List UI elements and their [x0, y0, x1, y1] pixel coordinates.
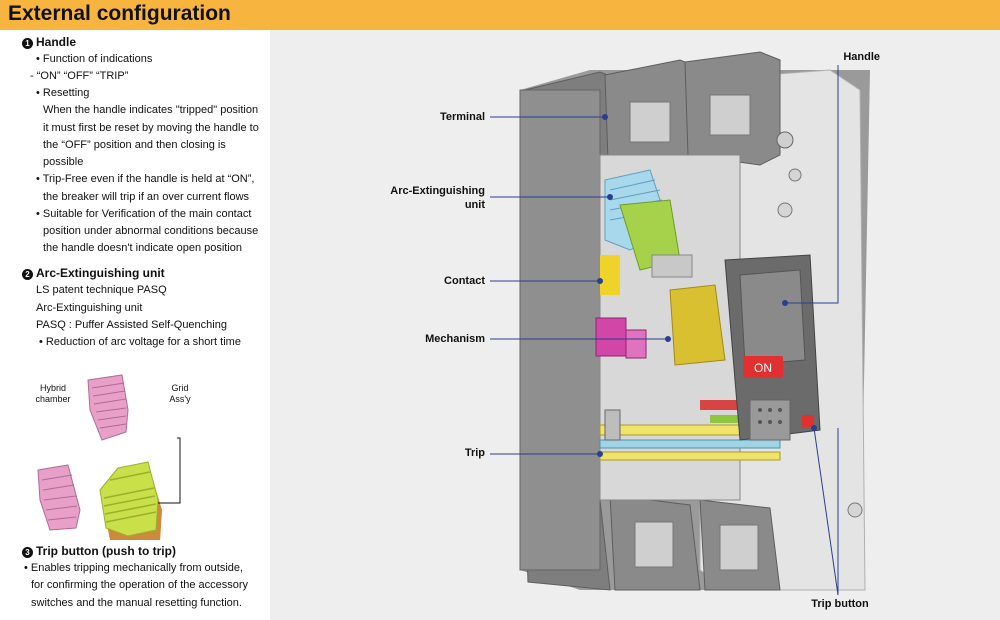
- section-title-text: Arc-Extinguishing unit: [36, 266, 165, 280]
- handle-line: position under abnormal conditions becau…: [43, 225, 259, 237]
- section-number-badge: 3: [22, 547, 33, 558]
- handle-line: possible: [43, 156, 84, 168]
- handle-line: the “OFF” position and then closing is: [43, 139, 226, 151]
- handle-line: • Suitable for Verification of the main …: [36, 208, 252, 220]
- hybrid-chamber-label: Hybrid chamber: [35, 383, 71, 404]
- callout-lines: [490, 65, 839, 596]
- page-title: External configuration: [8, 2, 231, 25]
- handle-line: the handle doesn't indicate open positio…: [43, 242, 243, 254]
- on-indicator-text: ON: [754, 361, 772, 375]
- breaker-cutaway-illustration: ON: [490, 51, 870, 596]
- grid-bracket-line: [158, 437, 181, 504]
- handle-line: • Trip-Free even if the handle is held a…: [36, 173, 255, 185]
- grid-assy-image: [99, 461, 162, 540]
- arc-line: LS patent technique PASQ: [36, 284, 167, 296]
- grid-assy-label: Grid Ass'y: [169, 383, 191, 404]
- handle-line: When the handle indicates "tripped" posi…: [43, 104, 259, 116]
- left-wall: [519, 89, 601, 571]
- arc-line: Arc-Extinguishing unit: [36, 302, 143, 314]
- callout-trip: Trip: [464, 447, 485, 459]
- handle-line: - “ON” “OFF” “TRIP”: [30, 70, 129, 82]
- handle-line: • Resetting: [36, 87, 90, 99]
- arc-line: • Reduction of arc voltage for a short t…: [39, 336, 241, 348]
- section-number-badge: 1: [22, 38, 33, 49]
- trip-line: for confirming the operation of the acce…: [31, 579, 249, 591]
- header-bar: External configuration: [0, 0, 1000, 30]
- diagram-panel: ON Handle Terminal Arc-Extingu: [270, 30, 1000, 620]
- handle-line: the breaker will trip if an over current…: [43, 191, 250, 203]
- hybrid-chamber-top-image: [87, 374, 129, 441]
- trip-button-graphic: [802, 415, 814, 427]
- trip-line: • Enables tripping mechanically from out…: [24, 562, 244, 574]
- handle-line: it must first be reset by moving the han…: [43, 122, 259, 134]
- arc-line: PASQ : Puffer Assisted Self-Quenching: [36, 319, 227, 331]
- callout-contact: Contact: [444, 275, 485, 287]
- section-number-badge: 2: [22, 269, 33, 280]
- callout-terminal: Terminal: [439, 111, 485, 123]
- hybrid-chamber-bottom-image: [37, 464, 81, 531]
- callout-dots: [597, 114, 817, 457]
- handle-line: • Function of indications: [36, 53, 153, 65]
- section-title-text: Handle: [36, 35, 77, 49]
- callout-mechanism: Mechanism: [425, 333, 485, 345]
- trip-line: switches and the manual resetting functi…: [31, 597, 242, 609]
- handle-graphic: ON: [724, 254, 821, 441]
- callout-handle: Handle: [843, 51, 880, 63]
- arc-parts-illustration: [37, 374, 181, 540]
- section-title-text: Trip button (push to trip): [36, 544, 176, 558]
- callout-arc-extinguishing: Arc-Extinguishing unit: [390, 185, 485, 211]
- callout-trip-button: Trip button: [811, 598, 869, 610]
